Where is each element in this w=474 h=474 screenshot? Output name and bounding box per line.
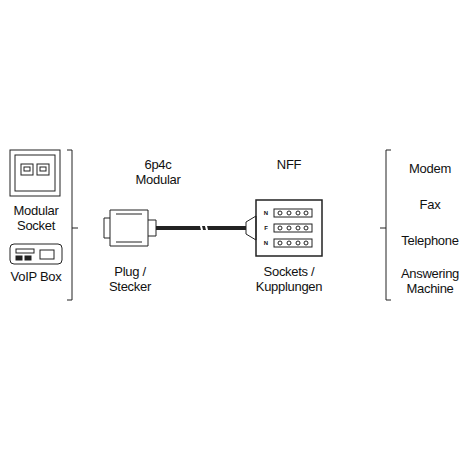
plug-detail xyxy=(116,214,142,242)
nff-adapter xyxy=(256,200,322,256)
jack-right xyxy=(37,164,49,175)
part-label: 6p4c Modular xyxy=(123,157,193,187)
device-label: Telephone xyxy=(394,233,466,248)
socket-code: F xyxy=(261,225,271,232)
adapter-neck xyxy=(246,216,256,240)
jack-left-contact xyxy=(24,167,30,171)
part-label: NFF xyxy=(264,157,314,172)
jack-left xyxy=(21,164,33,175)
part-label: VoIP Box xyxy=(3,269,69,284)
part-label: Plug / Stecker xyxy=(102,264,158,294)
part-label: Modular Socket xyxy=(3,203,69,233)
voip-box xyxy=(10,244,62,264)
plug-boot xyxy=(148,220,156,236)
socket-rows xyxy=(274,209,312,247)
modular-socket-plate xyxy=(15,155,55,191)
part-label: Sockets / Kupplungen xyxy=(249,264,329,294)
socket-code: N xyxy=(261,240,271,247)
voip-led xyxy=(16,256,22,260)
device-label: Modem xyxy=(394,161,466,176)
cable-break xyxy=(200,222,208,234)
bracket-right xyxy=(380,150,391,300)
voip-led xyxy=(25,256,31,260)
device-label: Answering Machine xyxy=(394,266,466,296)
plug-body xyxy=(110,210,148,246)
jack-right-contact xyxy=(40,167,46,171)
bracket-left xyxy=(67,150,78,300)
device-label: Fax xyxy=(394,197,466,212)
voip-box-panel xyxy=(16,249,34,253)
socket-code: N xyxy=(261,210,271,217)
voip-port xyxy=(40,250,54,259)
plug-latch xyxy=(104,218,110,238)
modular-socket-frame xyxy=(10,150,60,196)
